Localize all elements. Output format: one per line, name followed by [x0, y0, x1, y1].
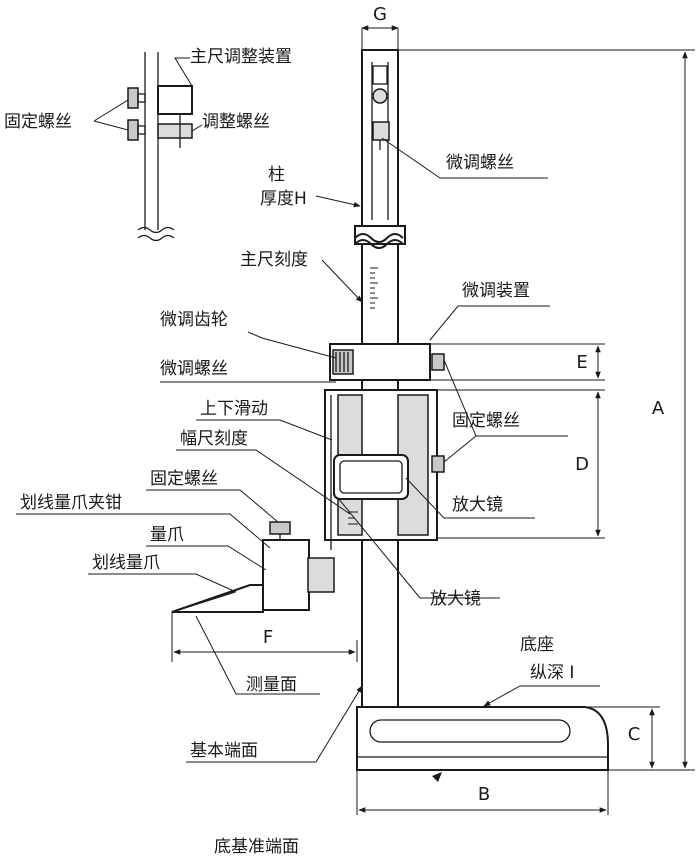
dim-g-label: G [373, 4, 387, 25]
dim-a-label: A [652, 398, 665, 419]
dimension-g: G [361, 4, 399, 50]
label-fine-adjust-device: 微调装置 [462, 281, 530, 301]
inset-detail [93, 52, 203, 242]
dim-b-label: B [478, 784, 490, 805]
slider [324, 389, 445, 550]
label-jaw: 量爪 [150, 525, 184, 545]
inset-fixing-screw-icon-2 [127, 119, 146, 141]
label-base-reference-face: 底基准端面 [214, 837, 299, 857]
label-vernier-scale: 幅尺刻度 [180, 429, 248, 449]
label-main-scale: 主尺刻度 [240, 250, 308, 270]
magnifier [333, 454, 409, 500]
clamp-screw-icon [269, 521, 291, 535]
dimension-c: C [585, 706, 660, 769]
label-thickness-h: 厚度H [260, 189, 307, 209]
dimension-f: F [171, 612, 358, 662]
label-scriber-clamp: 划线量爪夹钳 [20, 493, 122, 513]
dim-e-label: E [576, 352, 587, 373]
label-column: 柱 [268, 165, 285, 185]
label-base: 底座 [520, 635, 554, 655]
label-fixing-screw-left: 固定螺丝 [150, 469, 218, 489]
label-adjusting-screw: 调整螺丝 [202, 112, 270, 132]
label-fine-screw-top: 微调螺丝 [446, 153, 514, 173]
fixing-screw-icon-top [431, 353, 445, 371]
label-base-end-face: 基本端面 [190, 741, 258, 761]
fine-adjust-device [329, 343, 445, 381]
label-magnifier-right: 放大镜 [452, 495, 503, 515]
dim-c-label: C [628, 724, 641, 745]
dimension-d: D [437, 389, 605, 539]
dimension-b: B [356, 770, 609, 815]
scriber-jaw [171, 521, 335, 613]
label-fine-gear: 微调齿轮 [160, 310, 228, 330]
label-slider: 上下滑动 [200, 399, 268, 419]
label-fixing-screw-inset: 固定螺丝 [4, 112, 72, 132]
dimension-a: A [398, 49, 695, 771]
base [356, 706, 609, 771]
label-main-scale-adjuster: 主尺调整装置 [190, 47, 292, 67]
label-fine-screw: 微调螺丝 [160, 359, 228, 379]
dim-d-label: D [575, 454, 589, 475]
arrow-icon [432, 772, 442, 782]
label-measuring-face: 测量面 [246, 675, 297, 695]
label-scriber-jaw: 划线量爪 [92, 553, 160, 573]
break-mark-icon [354, 233, 404, 249]
label-depth-i: 纵深 I [530, 663, 574, 683]
dimension-e: E [430, 343, 605, 381]
label-fixing-screw-right: 固定螺丝 [452, 411, 520, 431]
fixing-screw-icon-right [431, 455, 445, 473]
dim-f-label: F [263, 627, 273, 648]
inset-fixing-screw-icon-1 [127, 87, 146, 109]
label-magnifier-lower: 放大镜 [430, 589, 481, 609]
